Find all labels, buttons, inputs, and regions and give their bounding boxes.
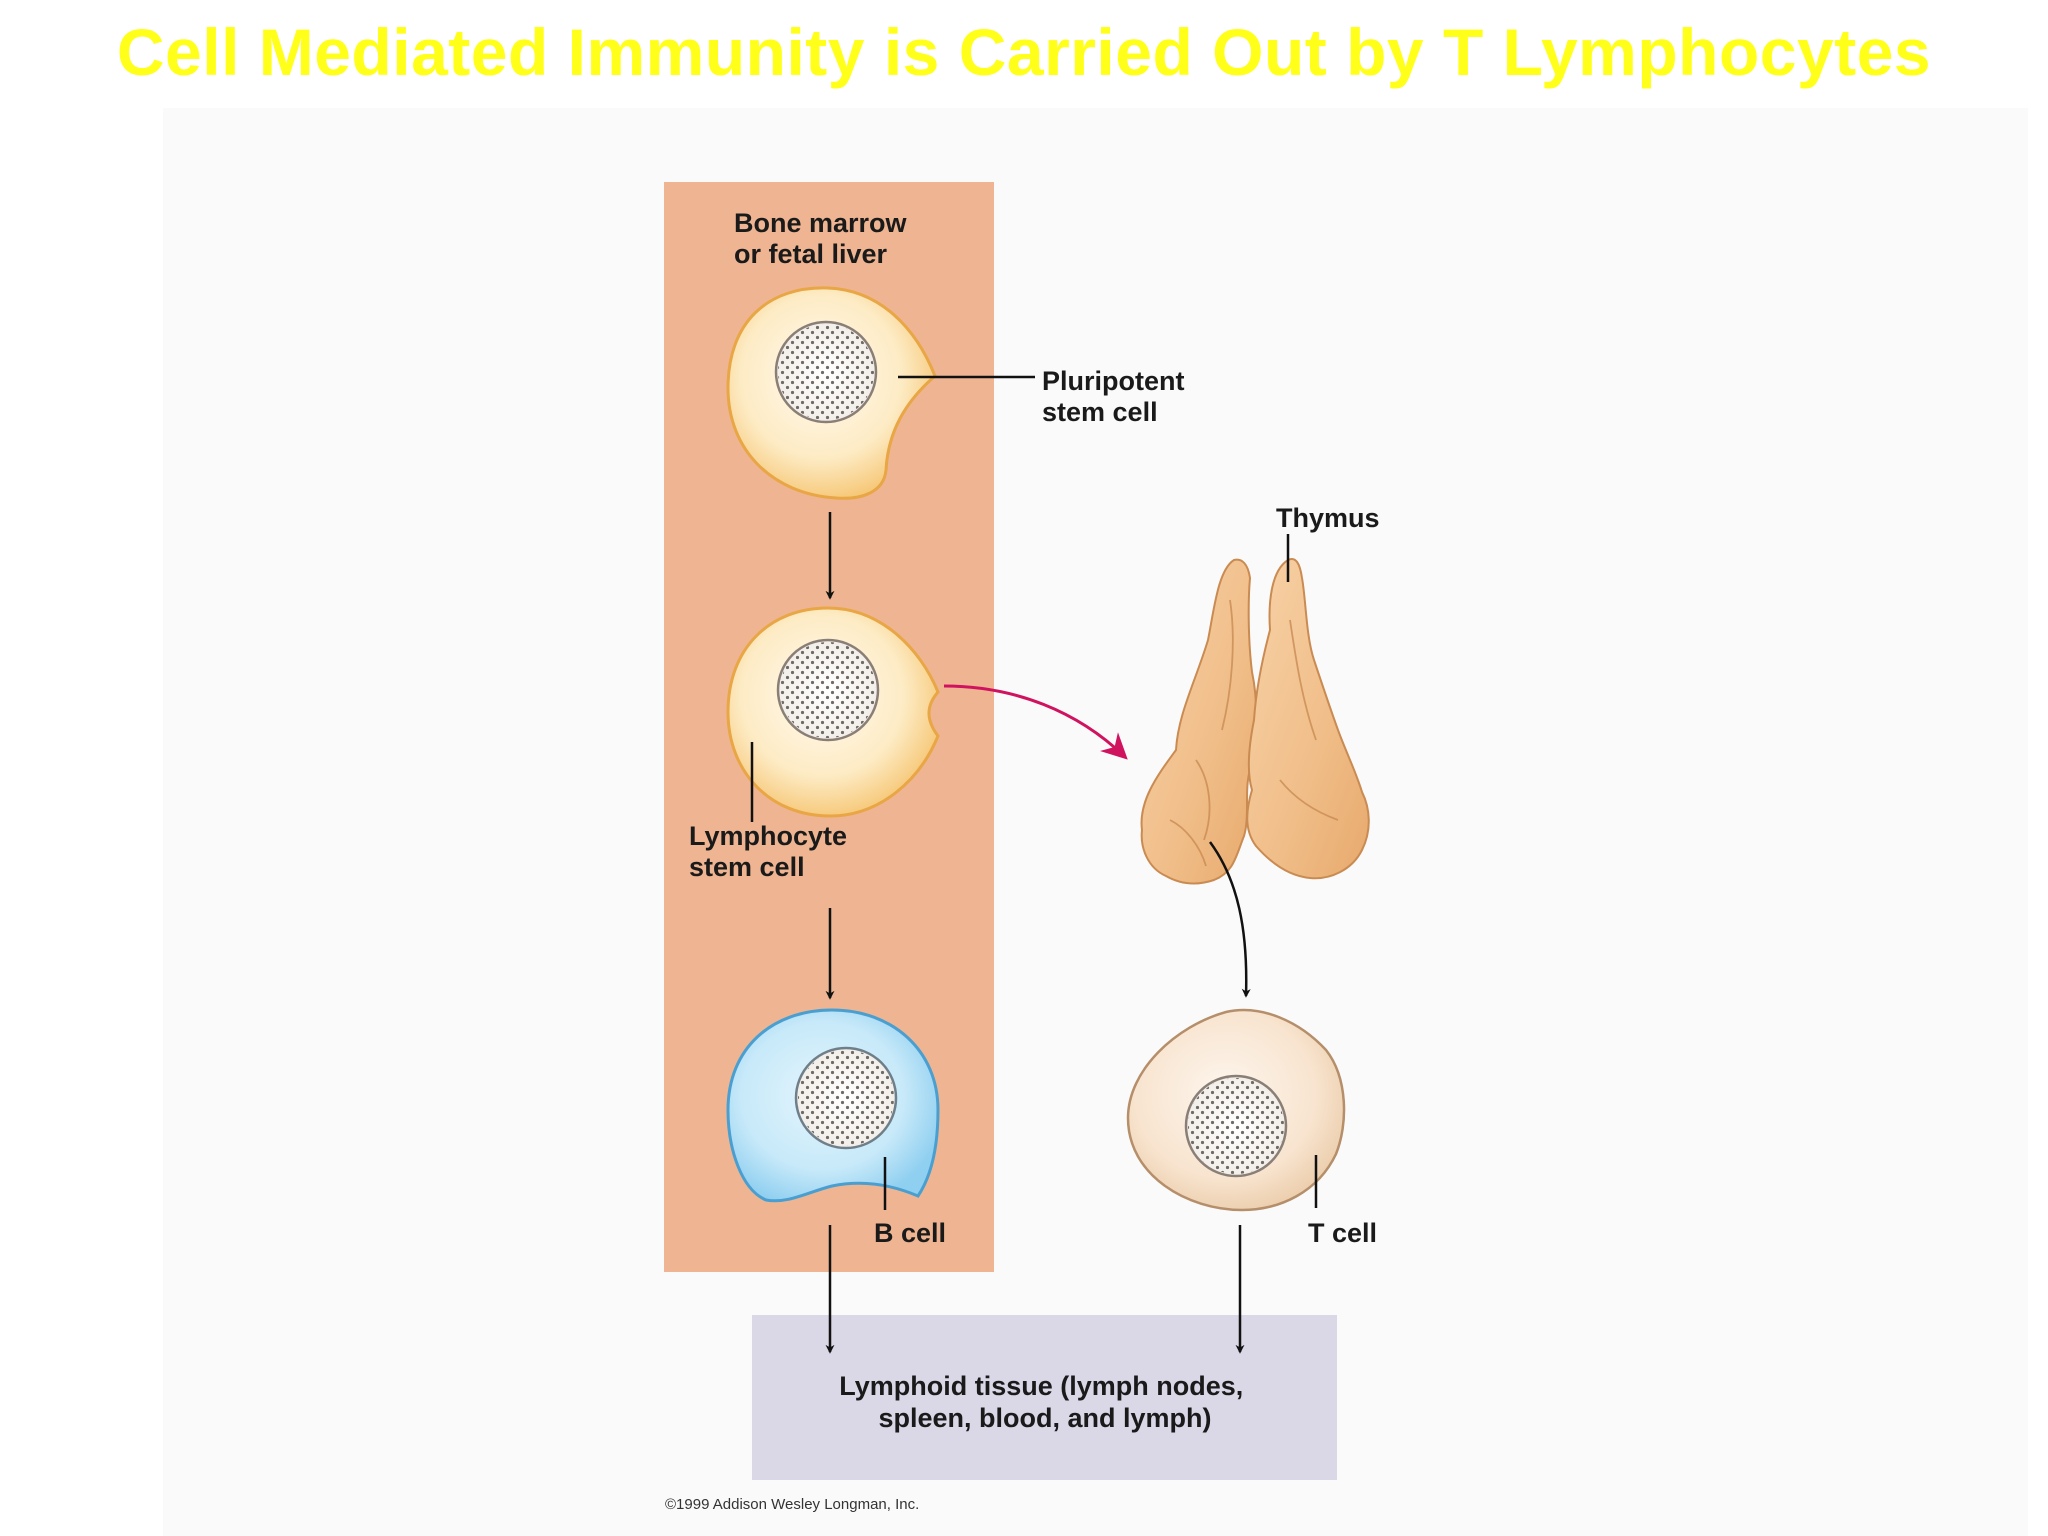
lymphoid-tissue-label: Lymphoid tissue (lymph nodes, spleen, bl… [839,1371,1251,1433]
slide-title: Cell Mediated Immunity is Carried Out by… [116,15,1932,89]
b-cell-label: B cell [874,1218,946,1248]
thymus-label: Thymus [1276,503,1380,533]
pluripotent-stem-cell [726,286,937,500]
figure-background [163,108,2028,1536]
thymus [1140,558,1370,885]
t-cell [1126,1008,1346,1212]
bone-marrow-label: Bone marrow or fetal liver [734,208,914,269]
arrow-thymus-to-t-cell [1208,841,1251,998]
pluripotent-label: Pluripotent stem cell [1042,366,1192,427]
b-cell [726,1008,940,1203]
lymphocyte-label: Lymphocyte stem cell [689,821,855,882]
lymphocyte-stem-cell [726,606,940,818]
arrow-to-thymus [943,684,1128,760]
copyright-text: ©1999 Addison Wesley Longman, Inc. [665,1496,919,1513]
t-cell-label: T cell [1308,1218,1377,1248]
